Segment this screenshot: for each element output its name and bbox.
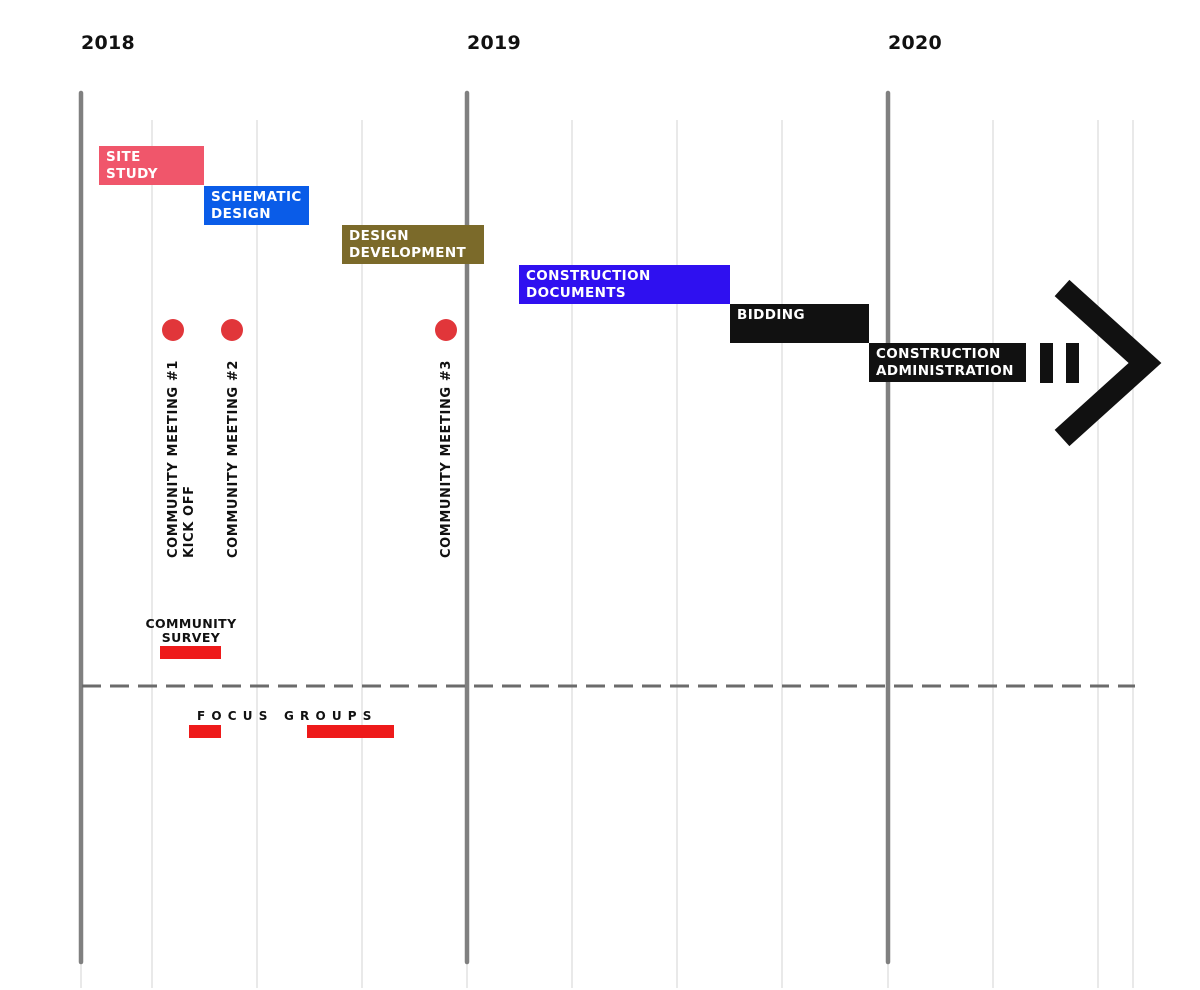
community-survey-label: COMMUNITY SURVEY: [145, 616, 237, 645]
phase-construction-administration: CONSTRUCTION ADMINISTRATION: [869, 343, 1026, 382]
phase-label: DESIGN DEVELOPMENT: [349, 228, 467, 261]
focus-group-bar: [189, 725, 221, 738]
phase-label: SCHEMATIC DESIGN: [211, 189, 302, 222]
continuation-arrow-icon: [1054, 279, 1162, 447]
phase-label: CONSTRUCTION ADMINISTRATION: [876, 346, 1014, 379]
phase-label: SITE STUDY: [106, 149, 158, 182]
meeting-label-1: COMMUNITY MEETING #1 KICK OFF: [166, 360, 197, 558]
community-survey-bar: [160, 646, 221, 659]
meeting-dot: [162, 319, 184, 341]
phase-bidding: BIDDING: [730, 304, 869, 343]
year-label-2018: 2018: [81, 32, 136, 54]
pause-bar: [1066, 343, 1079, 383]
meeting-label-2: COMMUNITY MEETING #2: [226, 360, 241, 558]
meeting-dot: [221, 319, 243, 341]
phase-schematic-design: SCHEMATIC DESIGN: [204, 186, 309, 225]
phase-design-development: DESIGN DEVELOPMENT: [342, 225, 484, 264]
year-label-2020: 2020: [888, 32, 943, 54]
year-label-2019: 2019: [467, 32, 522, 54]
phase-site-study: SITE STUDY: [99, 146, 204, 185]
pause-bar: [1040, 343, 1053, 383]
focus-group-bar: [307, 725, 394, 738]
phase-construction-documents: CONSTRUCTION DOCUMENTS: [519, 265, 730, 304]
phase-label: CONSTRUCTION DOCUMENTS: [526, 268, 651, 301]
phase-label: BIDDING: [737, 307, 805, 323]
focus-groups-label: FOCUS GROUPS: [197, 709, 378, 723]
meeting-dot: [435, 319, 457, 341]
meeting-label-3: COMMUNITY MEETING #3: [439, 360, 454, 558]
